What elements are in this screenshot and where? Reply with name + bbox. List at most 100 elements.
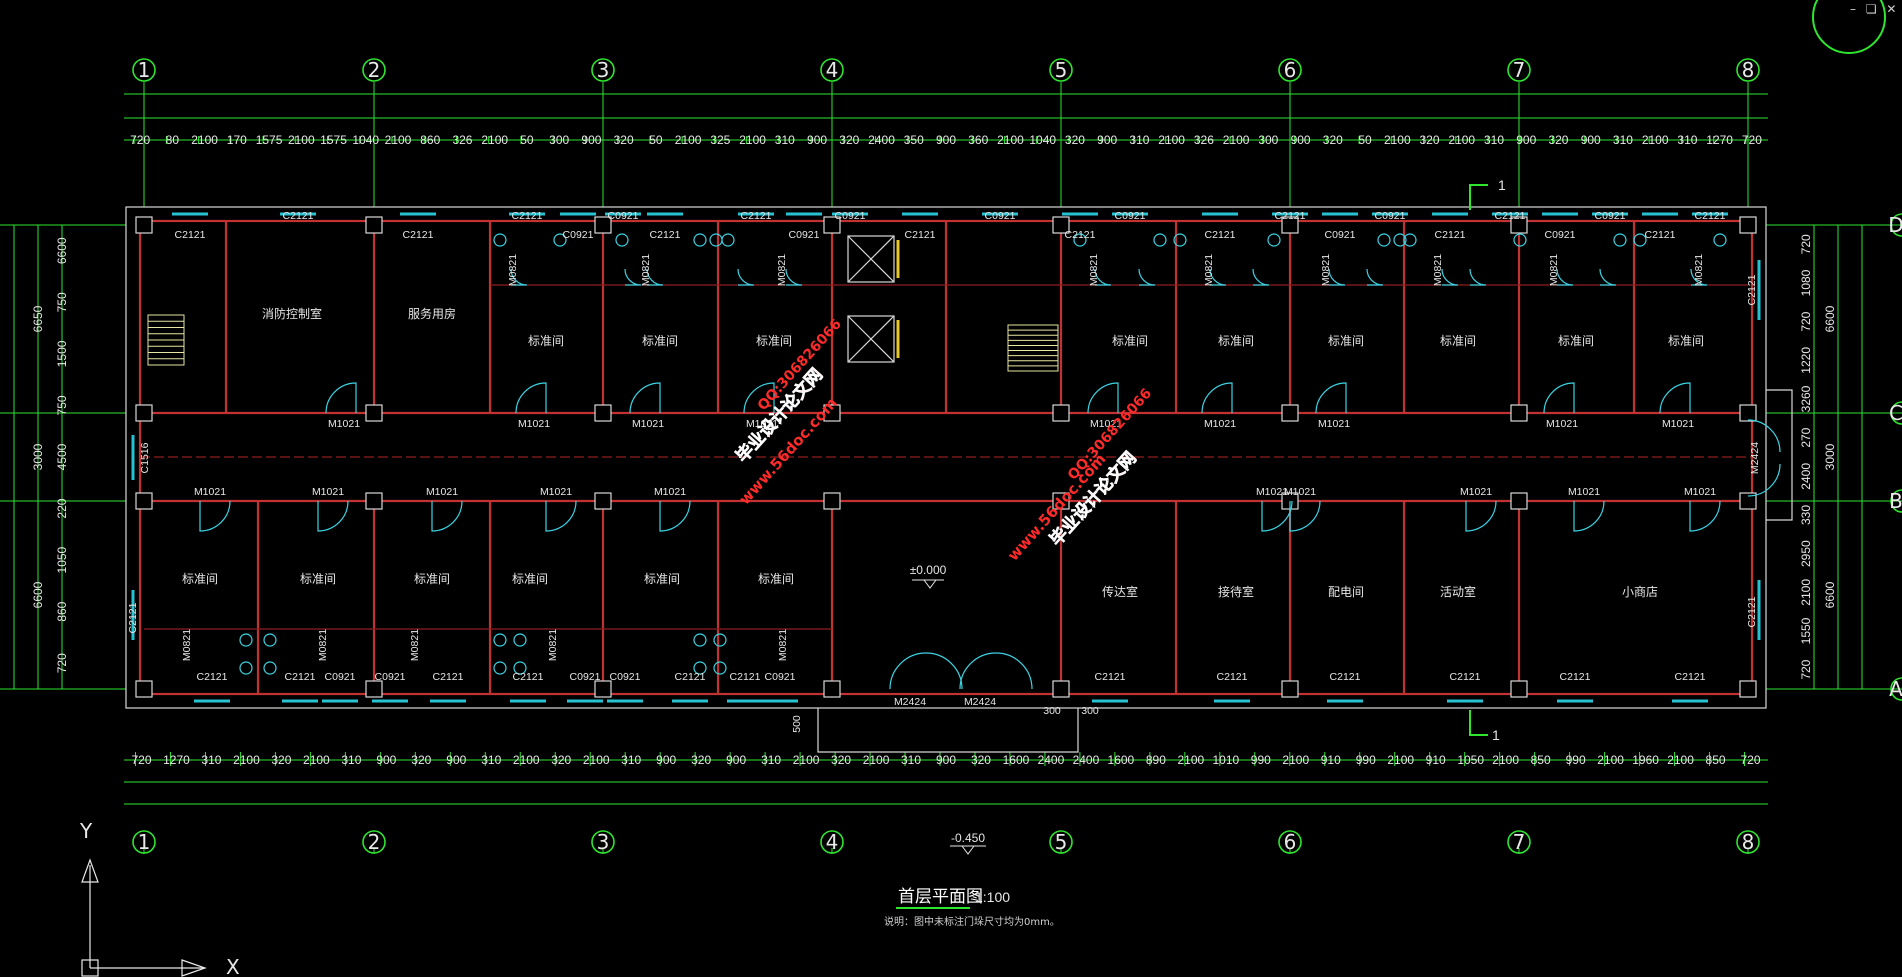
window-tag: C0921 — [570, 671, 601, 683]
window-tag: C2121 — [1205, 229, 1236, 241]
door-swing — [1094, 268, 1112, 286]
dimension-detail: 900 — [446, 753, 466, 767]
dimension-detail: 900 — [1516, 133, 1536, 147]
window-tag: C2121 — [1065, 229, 1096, 241]
door-tag: M1021 — [1318, 418, 1350, 430]
door-tag: M0821 — [1088, 254, 1100, 286]
dimension-detail: 910 — [1321, 753, 1341, 767]
toilet-fixture — [239, 661, 253, 675]
toilet-fixture — [1403, 233, 1417, 247]
door-swing — [1690, 268, 1708, 286]
window-tag: C0921 — [835, 210, 866, 222]
dimension-detail: 900 — [581, 133, 601, 147]
close-icon[interactable]: ✕ — [1886, 2, 1897, 16]
dimension-detail: 300 — [549, 133, 569, 147]
dimension-detail: 2100 — [793, 753, 820, 767]
axis-label: 8 — [1742, 830, 1755, 854]
window-tag: C2121 — [403, 229, 434, 241]
axis-bubble — [362, 58, 386, 82]
door-tag: M2424 — [894, 696, 926, 708]
restore-icon[interactable]: ❏ — [1865, 2, 1877, 16]
elevation-symbol — [950, 845, 986, 855]
axis-bubble — [1278, 58, 1302, 82]
elevation-ground: ±0.000 — [910, 563, 947, 577]
dimension-detail: 1010 — [1212, 753, 1239, 767]
dimension-detail: 2100 — [1492, 753, 1519, 767]
axis-bubble — [1507, 58, 1531, 82]
stair-dim: 300 — [1081, 705, 1099, 717]
toilet-fixture — [1153, 233, 1167, 247]
toilet-fixture — [1267, 233, 1281, 247]
dimension-detail: 2100 — [1387, 753, 1414, 767]
window-tag: C2121 — [730, 671, 761, 683]
toilet-fixture — [1713, 233, 1727, 247]
dimension-detail: 2100 — [997, 133, 1024, 147]
axis-bubble — [1278, 830, 1302, 854]
toilet-fixture — [513, 633, 527, 647]
window-tag: C2121 — [1645, 229, 1676, 241]
room-label: 消防控制室 — [262, 306, 322, 321]
axis-label: 4 — [826, 830, 839, 854]
axis-bubble — [132, 830, 156, 854]
dimension-detail: 310 — [481, 753, 501, 767]
window-tag: C0921 — [789, 229, 820, 241]
room-label: 标准间 — [644, 572, 680, 586]
minimize-icon[interactable]: – — [1850, 2, 1856, 16]
door-swing — [785, 268, 803, 286]
dimension-detail: 310 — [201, 753, 221, 767]
window-tag: C2121 — [905, 229, 936, 241]
door-tag: M0821 — [409, 629, 421, 661]
toilet-fixture — [693, 661, 707, 675]
dimension-detail: 2100 — [863, 753, 890, 767]
window-tag: C2121 — [1330, 671, 1361, 683]
structural-column — [594, 216, 612, 234]
window-tag: C2121 — [283, 210, 314, 222]
structural-column — [823, 216, 841, 234]
room-label: 标准间 — [1668, 334, 1704, 348]
structural-column — [1052, 404, 1070, 422]
dimension-detail: 310 — [1129, 133, 1149, 147]
section-cut-mark — [1469, 184, 1488, 210]
dimension-detail: 2100 — [739, 133, 766, 147]
axis-bubble — [1890, 401, 1902, 425]
ucs-y-label: Y — [79, 819, 93, 843]
door-swing — [646, 268, 664, 286]
structural-column — [135, 404, 153, 422]
dimension-vertical: 1080 — [1799, 269, 1813, 296]
door-tag: M0821 — [1432, 254, 1444, 286]
axis-label: 7 — [1513, 830, 1526, 854]
elevator-shaft — [847, 235, 895, 283]
structural-column — [1510, 216, 1528, 234]
elevator-cross — [847, 315, 895, 363]
door-tag: M1021 — [328, 418, 360, 430]
door-tag: M0821 — [776, 254, 788, 286]
elevation-symbol — [912, 579, 944, 589]
dimension-detail: 320 — [1420, 133, 1440, 147]
dimension-detail: 320 — [1065, 133, 1085, 147]
axis-bubble — [1890, 489, 1902, 513]
dimension-vertical: 1050 — [55, 546, 69, 573]
viewport-controls[interactable]: – ❏ ✕ — [1850, 2, 1896, 16]
dimension-detail: 320 — [551, 753, 571, 767]
door-swing — [1556, 268, 1574, 286]
window-tag: C2121 — [1217, 671, 1248, 683]
dimension-detail: 2100 — [1642, 133, 1669, 147]
door-tag: M1021 — [540, 486, 572, 498]
room-label: 接待室 — [1218, 584, 1254, 599]
axis-label: B — [1889, 489, 1902, 513]
dimension-vertical: 860 — [55, 601, 69, 621]
door-swing — [1138, 268, 1156, 286]
door-swing — [317, 500, 349, 532]
toilet-fixture — [263, 661, 277, 675]
stair-dim: 500 — [791, 715, 803, 733]
door-tag: M1021 — [1546, 418, 1578, 430]
door-tag: M0821 — [1693, 254, 1705, 286]
toilet-fixture — [263, 633, 277, 647]
dimension-vertical: 330 — [1799, 505, 1813, 525]
section-cut-mark — [1469, 710, 1488, 736]
dimension-detail: 2100 — [303, 753, 330, 767]
dimension-detail: 900 — [936, 133, 956, 147]
dimension-detail: 720 — [131, 753, 151, 767]
window-tag: C2121 — [127, 602, 139, 633]
entrance-door — [995, 652, 1033, 690]
